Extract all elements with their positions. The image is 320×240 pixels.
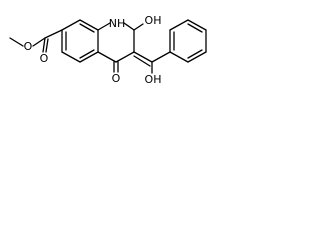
bond-c3-c4 <box>115 51 135 63</box>
atom-label-ring-nh: NH <box>109 17 126 30</box>
bond-c4a-c5-inner <box>79 49 95 59</box>
atom-labels: O O NH OH O OH <box>24 14 162 86</box>
bond-c3-exo <box>133 51 153 63</box>
bond-c8a-n1 <box>97 22 111 31</box>
atom-label-enol-oh: OH <box>145 73 162 86</box>
bond-ph2-ph3 <box>169 19 189 31</box>
bond-o-carbonyl-c <box>32 37 46 47</box>
bond-ph6-ph1 <box>169 51 189 63</box>
molecule-diagram: O O NH OH O OH <box>9 14 207 86</box>
atom-label-c4-o: O <box>112 72 121 85</box>
bonds <box>9 19 207 74</box>
bond-c5-c6 <box>61 51 81 63</box>
bond-c3-exo-double <box>133 55 151 67</box>
bond-c7-c8 <box>61 19 81 31</box>
bond-carbonyl-c-o-double <box>45 38 49 53</box>
atom-label-c2-oh: OH <box>145 14 162 27</box>
bond-ph3-ph4-inner <box>187 23 203 33</box>
bond-c4a-c5 <box>79 51 99 63</box>
bond-c2-oh <box>133 23 144 31</box>
atom-label-ester-carbonyl-o: O <box>40 52 49 65</box>
bond-ph5-ph6 <box>187 51 207 63</box>
bond-ph3-ph4 <box>187 19 207 31</box>
bond-c4-c4a <box>97 51 117 63</box>
bond-c8-c8a-inner <box>79 23 95 33</box>
bond-methyl-o <box>9 37 24 47</box>
bond-exo-phenyl <box>151 51 171 63</box>
structure-canvas: O O NH OH O OH <box>0 0 256 141</box>
bond-ester-ring <box>44 29 63 39</box>
bond-c8-c8a <box>79 19 99 31</box>
bond-carbonyl-c-o <box>42 37 46 53</box>
bond-n1-c2 <box>123 22 135 31</box>
atom-label-ester-ether-o: O <box>24 40 33 53</box>
bond-ph5-ph6-inner <box>187 49 203 59</box>
